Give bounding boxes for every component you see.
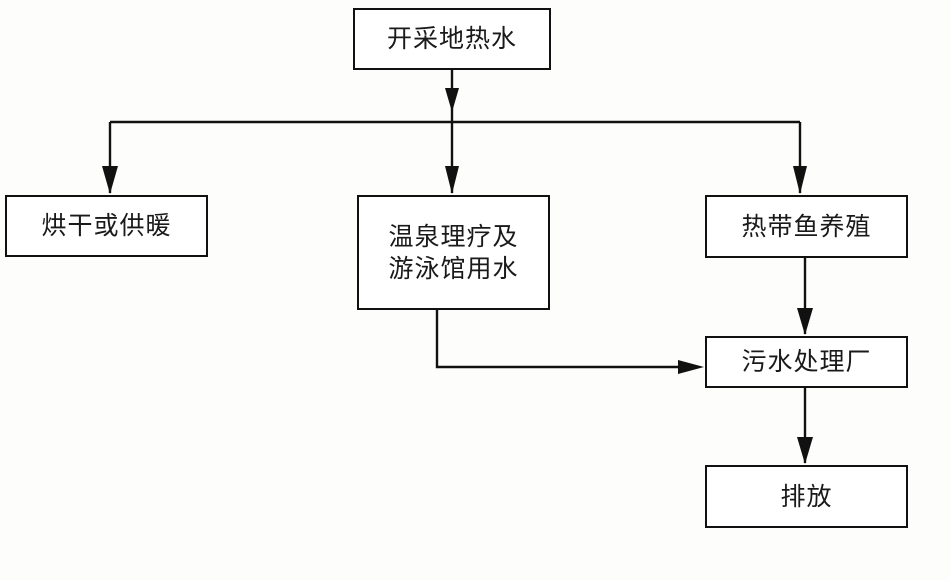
arrowhead-treatment-top [797, 308, 813, 335]
arrowhead-source-bus [445, 88, 459, 112]
node-drying-heating[interactable]: 烘干或供暖 [5, 195, 208, 257]
node-discharge[interactable]: 排放 [705, 465, 908, 528]
node-tropical-fish-farming[interactable]: 热带鱼养殖 [705, 195, 908, 258]
arrowhead-drying [102, 166, 118, 194]
arrowhead-spa [445, 166, 459, 194]
node-spa-swimming-water[interactable]: 温泉理疗及 游泳馆用水 [357, 195, 550, 310]
edge-spa-to-treatment [435, 310, 697, 369]
arrowhead-fishfarm [793, 166, 807, 194]
node-wastewater-treatment-plant[interactable]: 污水处理厂 [705, 336, 908, 388]
arrowhead-discharge [797, 437, 813, 464]
node-source[interactable]: 开采地热水 [353, 8, 551, 70]
arrowhead-treatment-left [678, 360, 704, 374]
